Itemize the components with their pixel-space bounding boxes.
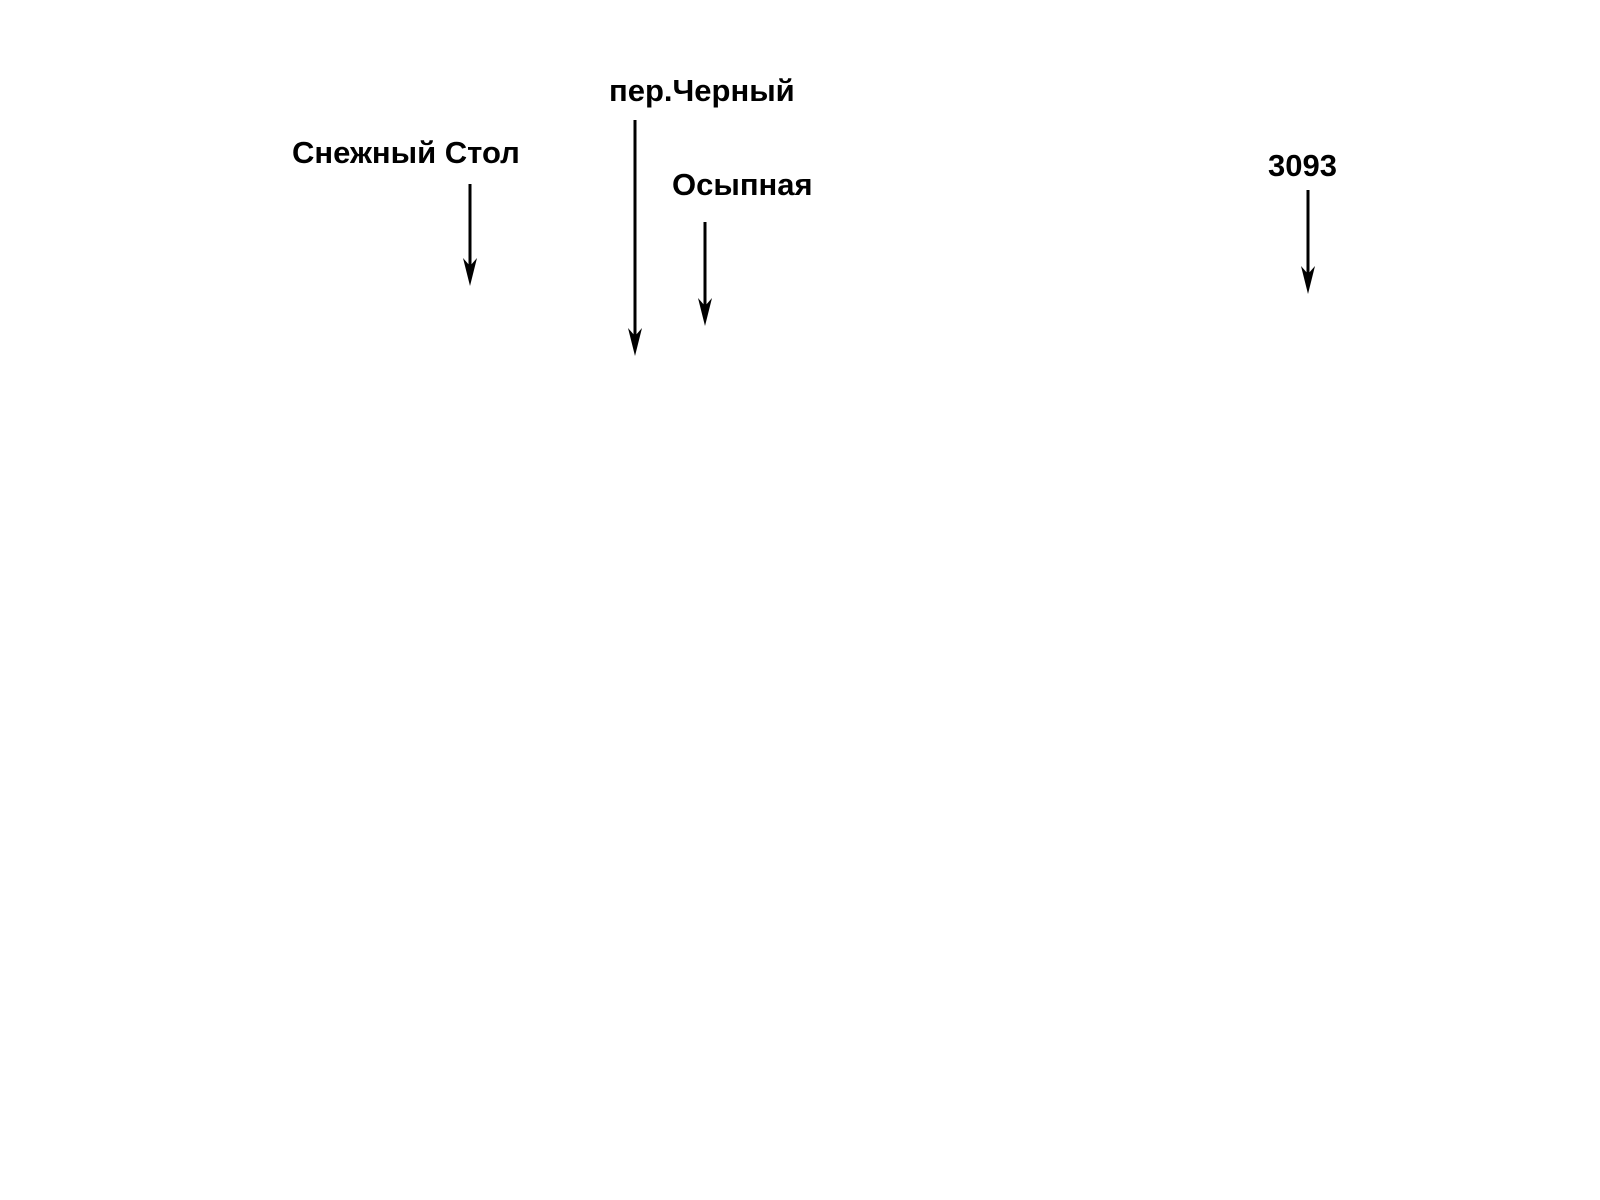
arrow-snezhny-stol (463, 184, 477, 286)
arrow-per-cherny (628, 120, 642, 356)
arrow-osypnaya (698, 222, 712, 326)
arrow-3093 (1301, 190, 1315, 294)
label-snezhny-stol: Снежный Стол (292, 135, 520, 170)
label-elevation-3093: 3093 (1268, 148, 1337, 183)
label-per-cherny: пер.Черный (609, 73, 795, 108)
label-osypnaya: Осыпная (672, 167, 813, 202)
